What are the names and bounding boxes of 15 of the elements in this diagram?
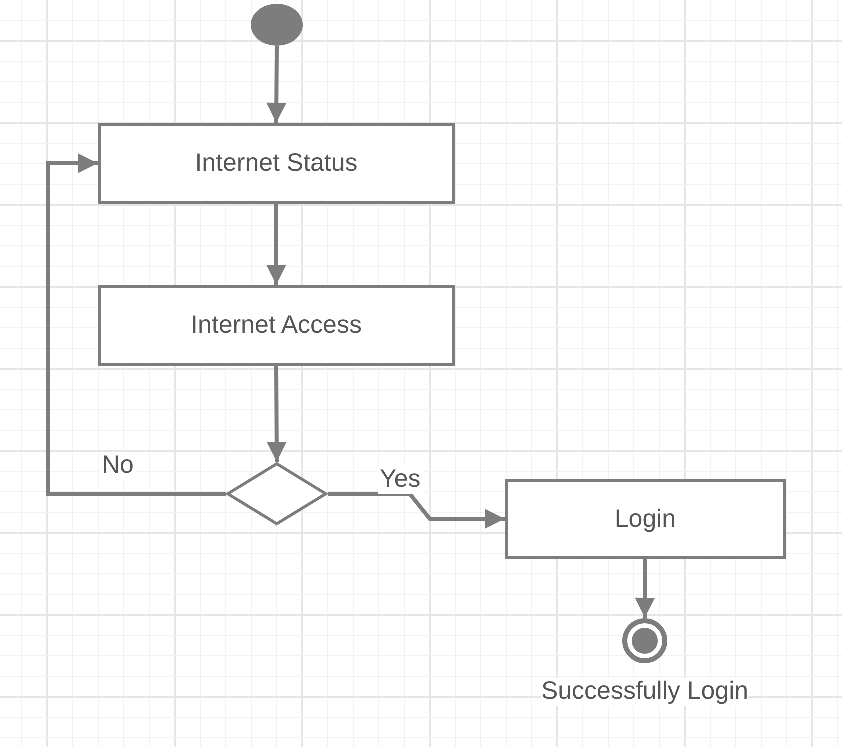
node-text: Internet Status bbox=[195, 149, 358, 178]
arrow bbox=[635, 558, 656, 618]
edge-label: Yes bbox=[378, 466, 423, 494]
arrow bbox=[46, 154, 226, 496]
arrow bbox=[266, 366, 287, 462]
arrow bbox=[266, 46, 287, 124]
arrow bbox=[266, 204, 286, 285]
node-text: Login bbox=[614, 504, 676, 534]
process-box bbox=[505, 479, 786, 559]
arrow bbox=[328, 492, 505, 529]
edge-label: No bbox=[100, 452, 136, 480]
process-box bbox=[98, 123, 455, 204]
node-text: Internet Access bbox=[191, 311, 362, 340]
node-caption: Successfully Login bbox=[541, 678, 749, 706]
process-box bbox=[98, 285, 455, 366]
